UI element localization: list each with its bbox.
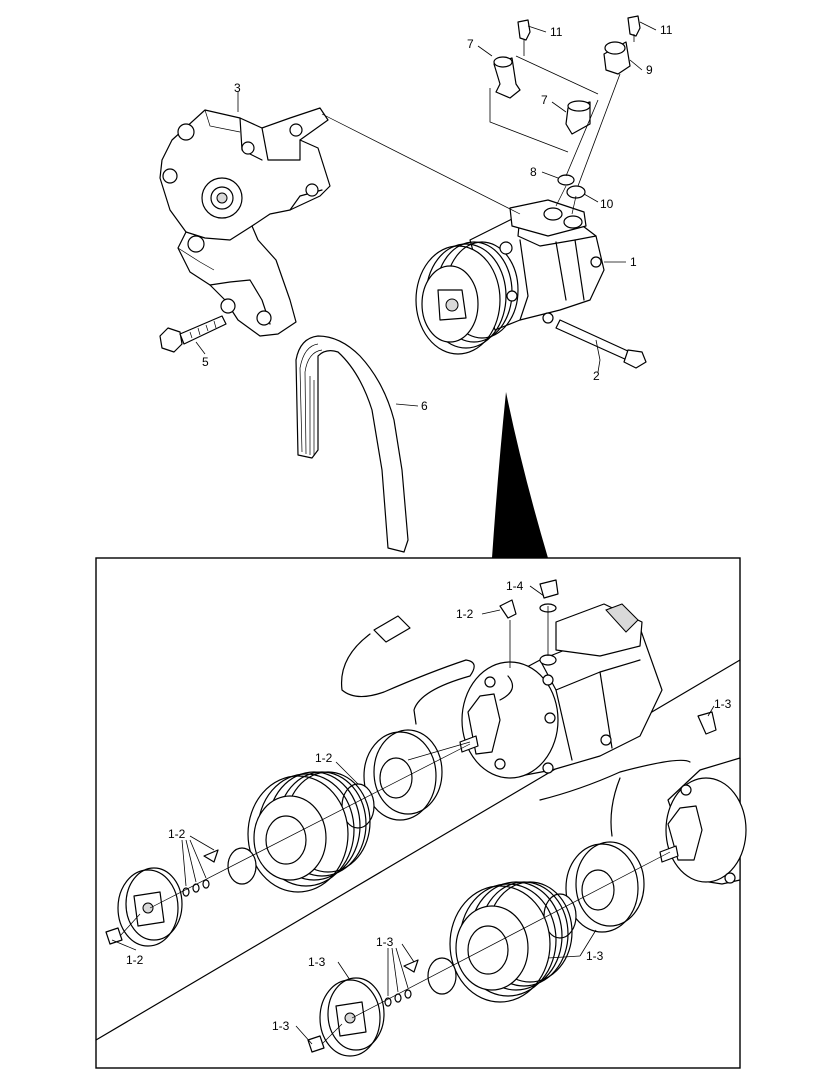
detail-pulley-b [449,881,573,1003]
callout-7-lower: 7 [541,93,548,107]
callout-10: 10 [600,197,614,211]
callout-labels: 1 2 3 5 6 7 7 8 9 10 11 11 1-2 1-4 1-3 1… [126,23,732,1033]
detail-leaders [111,585,715,1045]
detail-coil-b [565,841,645,933]
bracket-bolt [159,315,227,353]
detail-shims-a [182,849,219,897]
callout-1-3-pulley: 1-3 [586,949,604,963]
ac-compressor [415,199,605,355]
detail-compressor-b [539,711,747,885]
drive-belt [295,335,409,553]
detail-compressor-a [459,603,663,779]
callout-11-right: 11 [660,23,673,37]
callout-1: 1 [630,255,637,269]
callout-1-2-fitting: 1-2 [456,607,474,621]
callout-8: 8 [530,165,537,179]
mounting-bracket [159,107,331,337]
callout-5: 5 [202,355,209,369]
callout-11-left: 11 [550,25,563,39]
upper-leaders [195,21,657,407]
callout-1-2-plate: 1-2 [126,953,144,967]
detail-front-plate-a [105,867,183,947]
upper-fittings [489,15,641,199]
callout-1-3-shims: 1-3 [376,935,394,949]
callout-7-upper: 7 [467,37,474,51]
callout-1-3-nut: 1-3 [272,1019,290,1033]
callout-1-4: 1-4 [506,579,524,593]
callout-1-3-plate: 1-3 [308,955,326,969]
detail-pointer [492,392,548,558]
callout-1-2-ring: 1-2 [315,751,333,765]
detail-coil-a [363,729,471,821]
detail-wiring-a [340,579,559,725]
detail-pulley-a [247,771,371,893]
callout-9: 9 [646,63,653,77]
callout-3: 3 [234,81,241,95]
callout-1-3-fitting: 1-3 [714,697,732,711]
callout-6: 6 [421,399,428,413]
detail-front-plate-b [307,977,385,1057]
callout-2: 2 [593,369,600,383]
compressor-bolt [555,319,647,369]
callout-1-2-shims: 1-2 [168,827,186,841]
